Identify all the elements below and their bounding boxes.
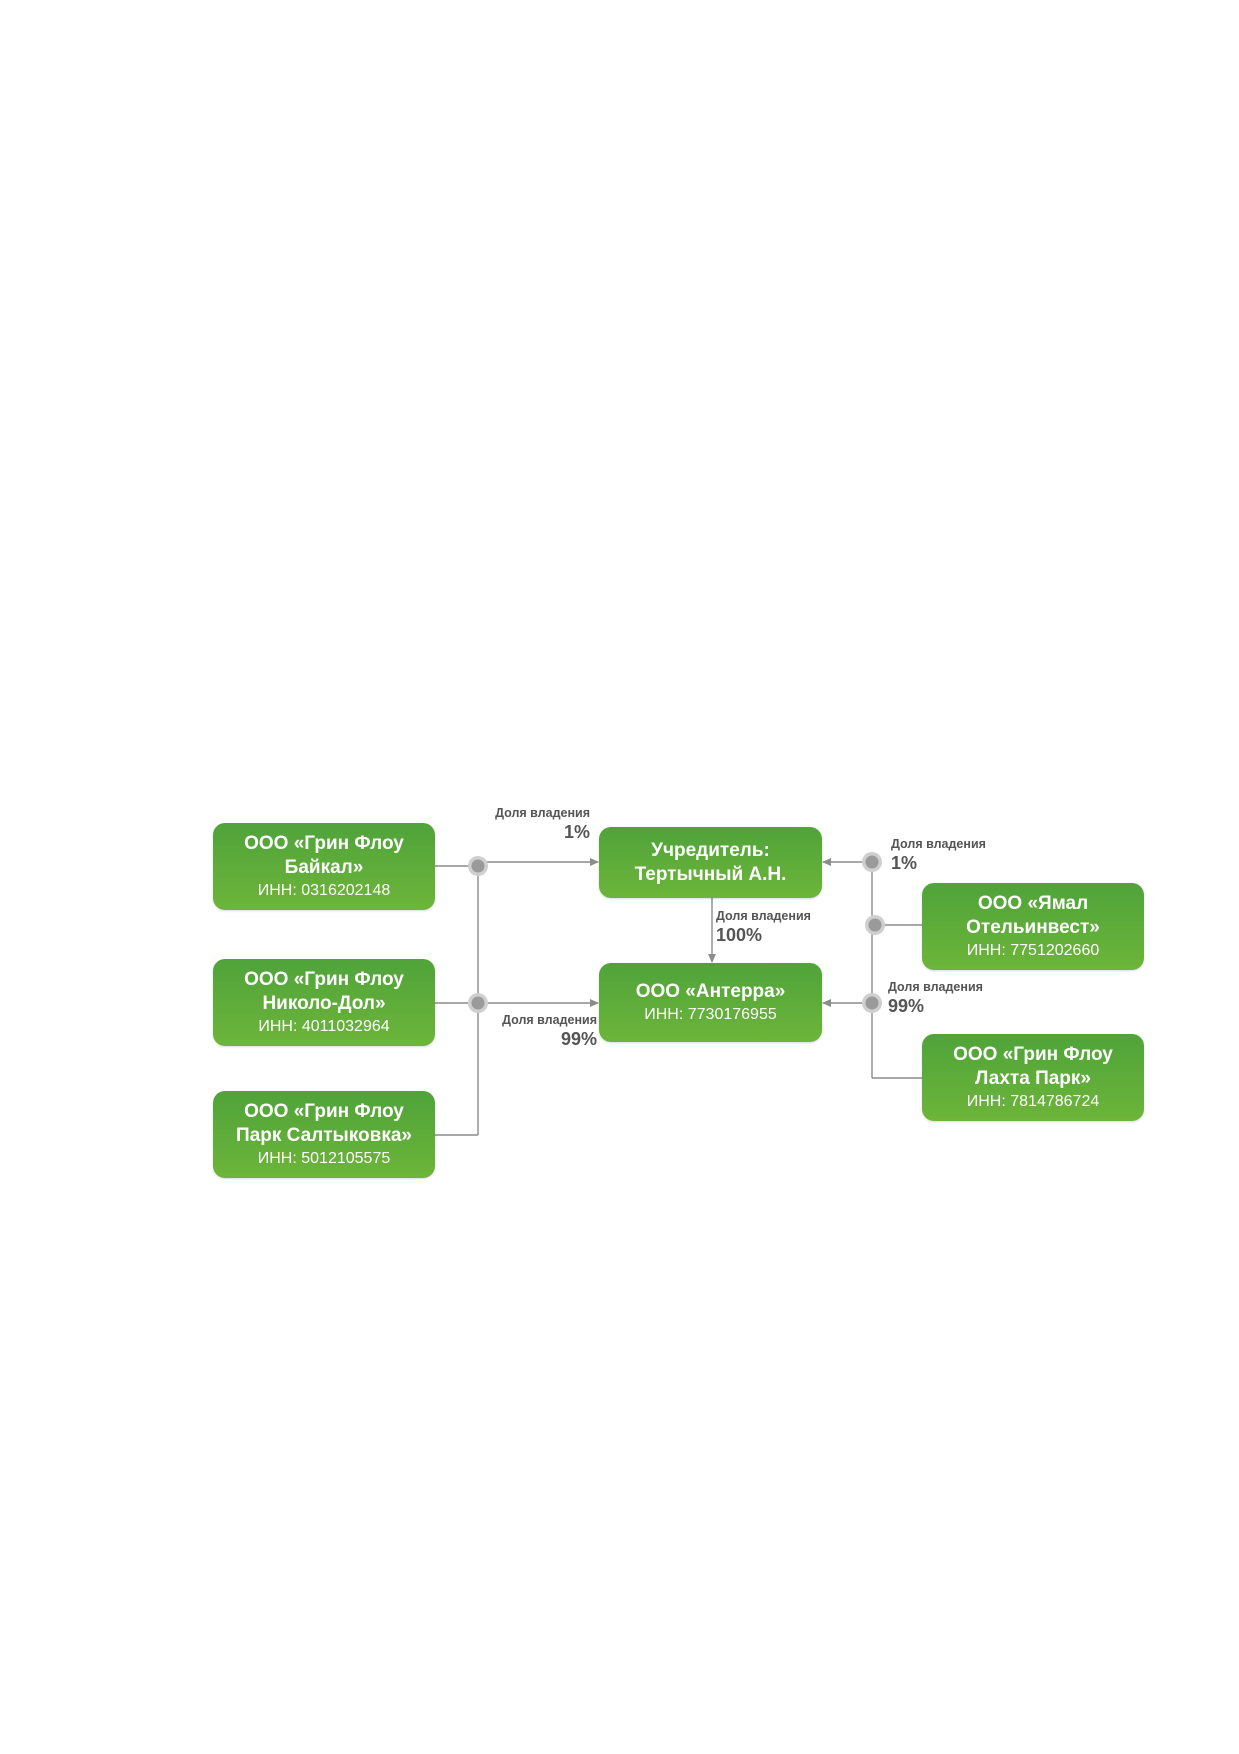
junction-dot — [468, 856, 488, 876]
ownership-caption: Доля владения — [888, 980, 983, 994]
node-inn: ИНН: 0316202148 — [257, 882, 391, 899]
junction-dot — [862, 852, 882, 872]
ownership-label-right-top: Доля владения 1% — [891, 837, 1011, 874]
node-inn: ИНН: 7814786724 — [966, 1093, 1100, 1110]
ownership-caption: Доля владения — [502, 1013, 597, 1027]
ownership-label-left-top: Доля владения 1% — [470, 806, 590, 843]
ownership-value: 100% — [716, 925, 763, 945]
node-founder: Учредитель: Тертычный А.Н. — [599, 827, 822, 898]
ownership-value: 99% — [560, 1029, 597, 1049]
junction-dot — [468, 993, 488, 1013]
ownership-value: 99% — [888, 996, 925, 1016]
node-name: Учредитель: Тертычный А.Н. — [634, 839, 787, 885]
node-inn: ИНН: 4011032964 — [258, 1018, 390, 1035]
node-name: ООО «Грин Флоу Николо-Дол» — [244, 969, 404, 1014]
node-name: ООО «Ямал Отельинвест» — [966, 893, 1100, 938]
ownership-caption: Доля владения — [891, 837, 986, 851]
node-name: ООО «Грин Флоу Лахта Парк» — [953, 1044, 1113, 1089]
node-anterra: ООО «Антерра» ИНН: 7730176955 — [599, 963, 822, 1042]
node-inn: ИНН: 7751202660 — [966, 942, 1100, 959]
ownership-caption: Доля владения — [495, 806, 590, 820]
node-inn: ИНН: 5012105575 — [257, 1150, 391, 1167]
node-yamal: ООО «Ямал Отельинвест» ИНН: 7751202660 — [922, 883, 1144, 970]
ownership-label-right-bottom: Доля владения 99% — [888, 980, 1008, 1017]
node-name: ООО «Грин Флоу Байкал» — [244, 833, 404, 878]
node-baikal: ООО «Грин Флоу Байкал» ИНН: 0316202148 — [213, 823, 435, 910]
junction-dot — [865, 915, 885, 935]
node-name: ООО «Грин Флоу Парк Салтыковка» — [236, 1101, 412, 1146]
ownership-label-left-bottom: Доля владения 99% — [477, 1013, 597, 1050]
ownership-value: 1% — [563, 822, 590, 842]
node-nikolo-dol: ООО «Грин Флоу Николо-Дол» ИНН: 40110329… — [213, 959, 435, 1046]
ownership-label-center: Доля владения 100% — [716, 909, 836, 946]
ownership-caption: Доля владения — [716, 909, 811, 923]
ownership-value: 1% — [891, 853, 918, 873]
node-saltykovka: ООО «Грин Флоу Парк Салтыковка» ИНН: 501… — [213, 1091, 435, 1178]
node-name: ООО «Антерра» — [635, 981, 786, 1002]
node-inn: ИНН: 7730176955 — [644, 1006, 777, 1023]
junction-dot — [862, 993, 882, 1013]
node-lakhta: ООО «Грин Флоу Лахта Парк» ИНН: 78147867… — [922, 1034, 1144, 1121]
